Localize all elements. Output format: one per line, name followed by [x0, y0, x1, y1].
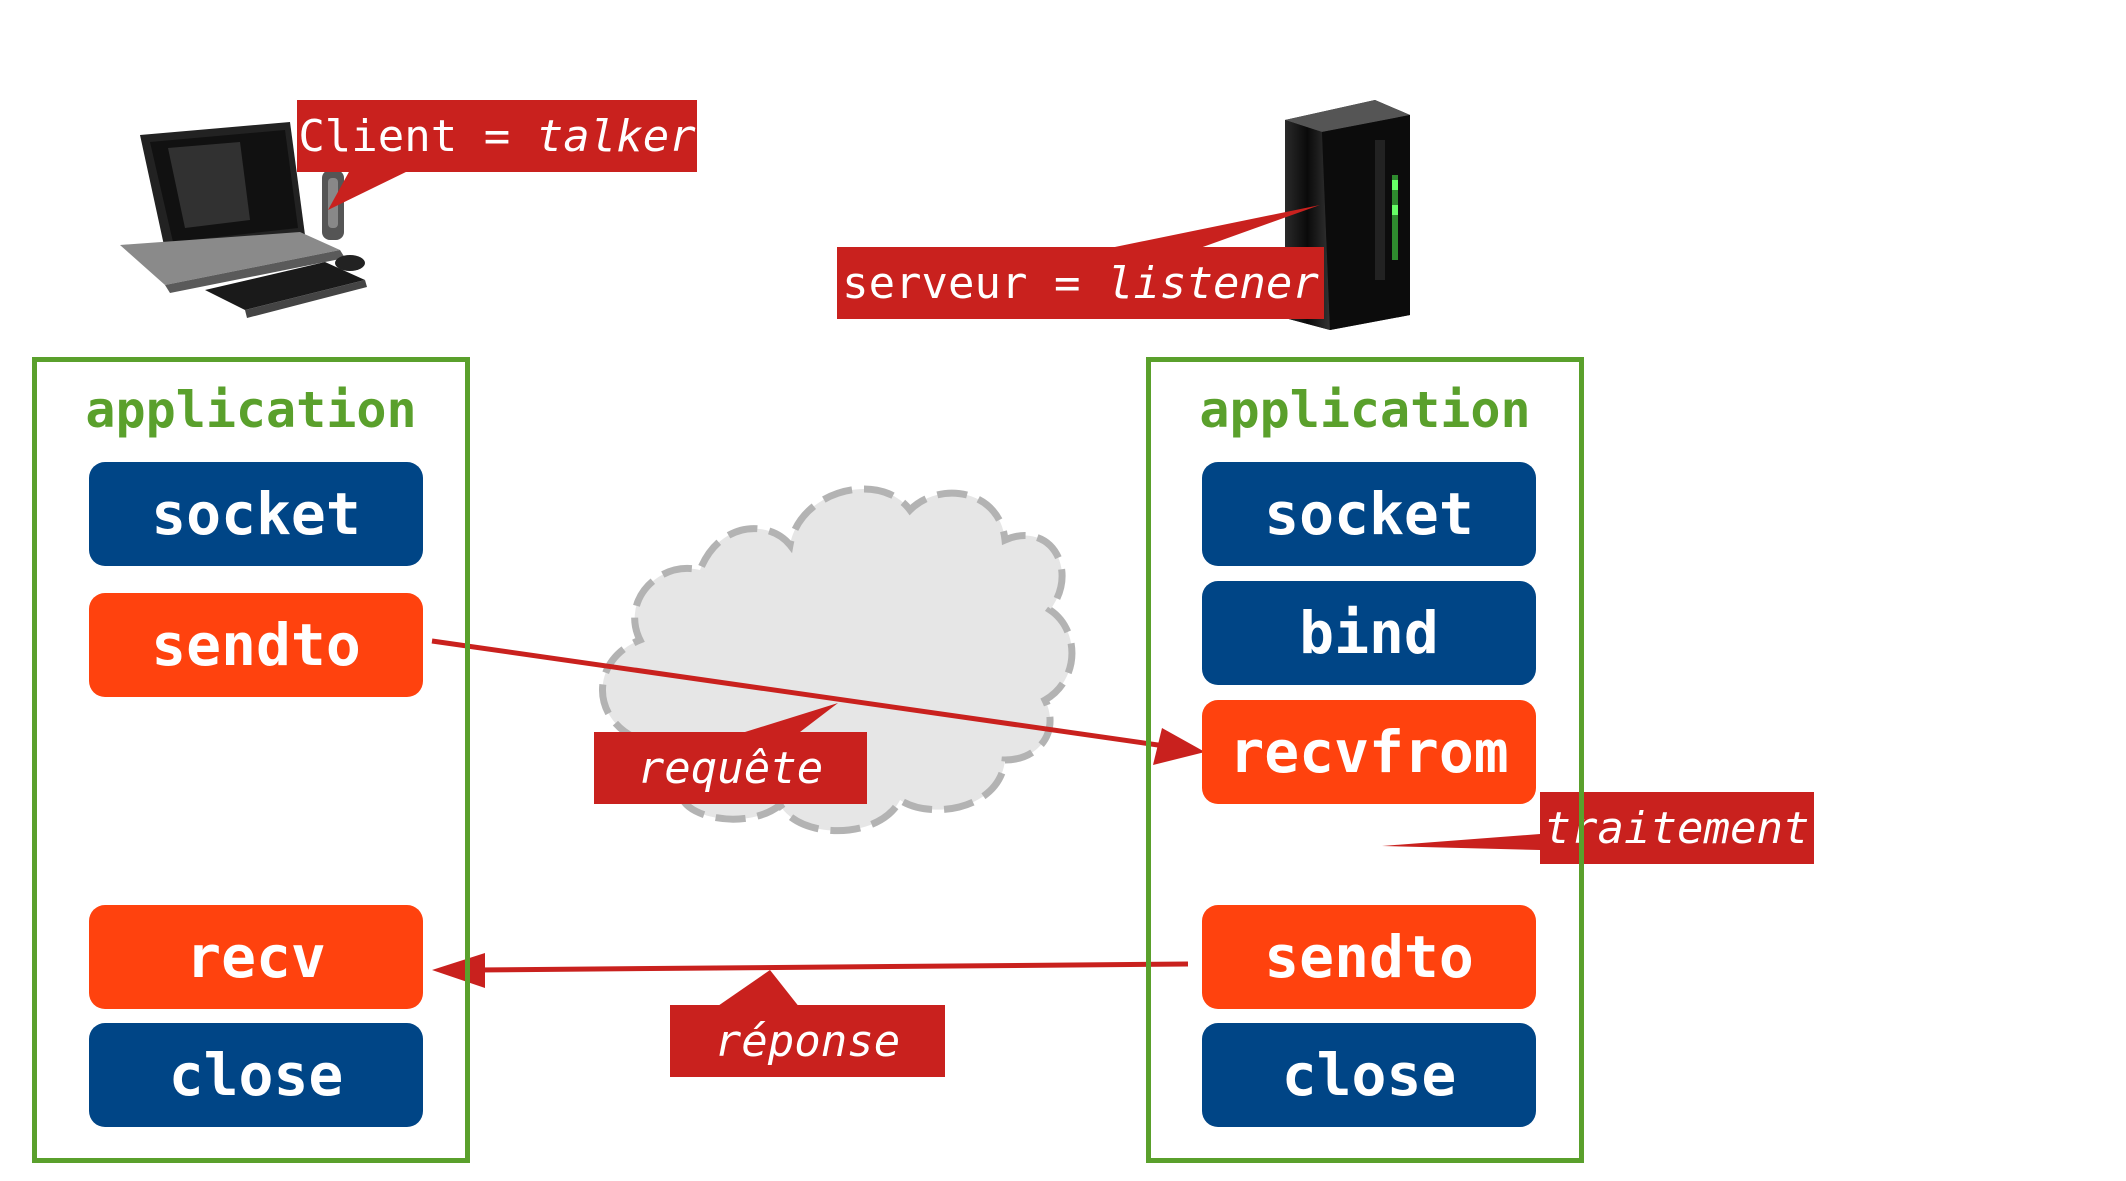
response-label: réponse: [714, 1015, 901, 1067]
processing-callout: traitement: [1540, 792, 1814, 864]
response-callout: réponse: [670, 1005, 945, 1077]
request-callout-pointer: [745, 703, 838, 732]
processing-label: traitement: [1544, 802, 1810, 854]
desktop-computer-icon: [120, 122, 367, 318]
server-sendto-step[interactable]: sendto: [1202, 905, 1536, 1009]
server-panel-title: application: [1199, 381, 1531, 439]
server-application-panel: [1146, 357, 1584, 1163]
processing-callout-pointer: [1382, 834, 1540, 850]
server-close-step[interactable]: close: [1202, 1023, 1536, 1127]
server-socket-step[interactable]: socket: [1202, 462, 1536, 566]
client-callout-pointer: [328, 170, 410, 210]
client-close-step[interactable]: close: [89, 1023, 423, 1127]
client-socket-step[interactable]: socket: [89, 462, 423, 566]
server-role-callout: serveur = listener: [837, 247, 1324, 319]
client-recv-step[interactable]: recv: [89, 905, 423, 1009]
server-callout-pointer: [1110, 205, 1320, 248]
client-panel-title: application: [85, 381, 417, 439]
client-application-panel: [32, 357, 470, 1163]
client-role-callout: Client = talker: [297, 100, 697, 172]
response-callout-pointer: [715, 970, 800, 1008]
server-callout-prefix: serveur =: [842, 257, 1107, 309]
client-callout-role: talker: [536, 110, 696, 162]
server-bind-step[interactable]: bind: [1202, 581, 1536, 685]
client-callout-prefix: Client =: [298, 110, 537, 162]
client-sendto-step[interactable]: sendto: [89, 593, 423, 697]
server-recvfrom-step[interactable]: recvfrom: [1202, 700, 1536, 804]
request-label: requête: [637, 742, 824, 794]
request-arrow[interactable]: [431, 638, 1205, 765]
response-arrow[interactable]: [432, 953, 1189, 988]
request-callout: requête: [594, 732, 867, 804]
server-callout-role: listener: [1106, 257, 1319, 309]
